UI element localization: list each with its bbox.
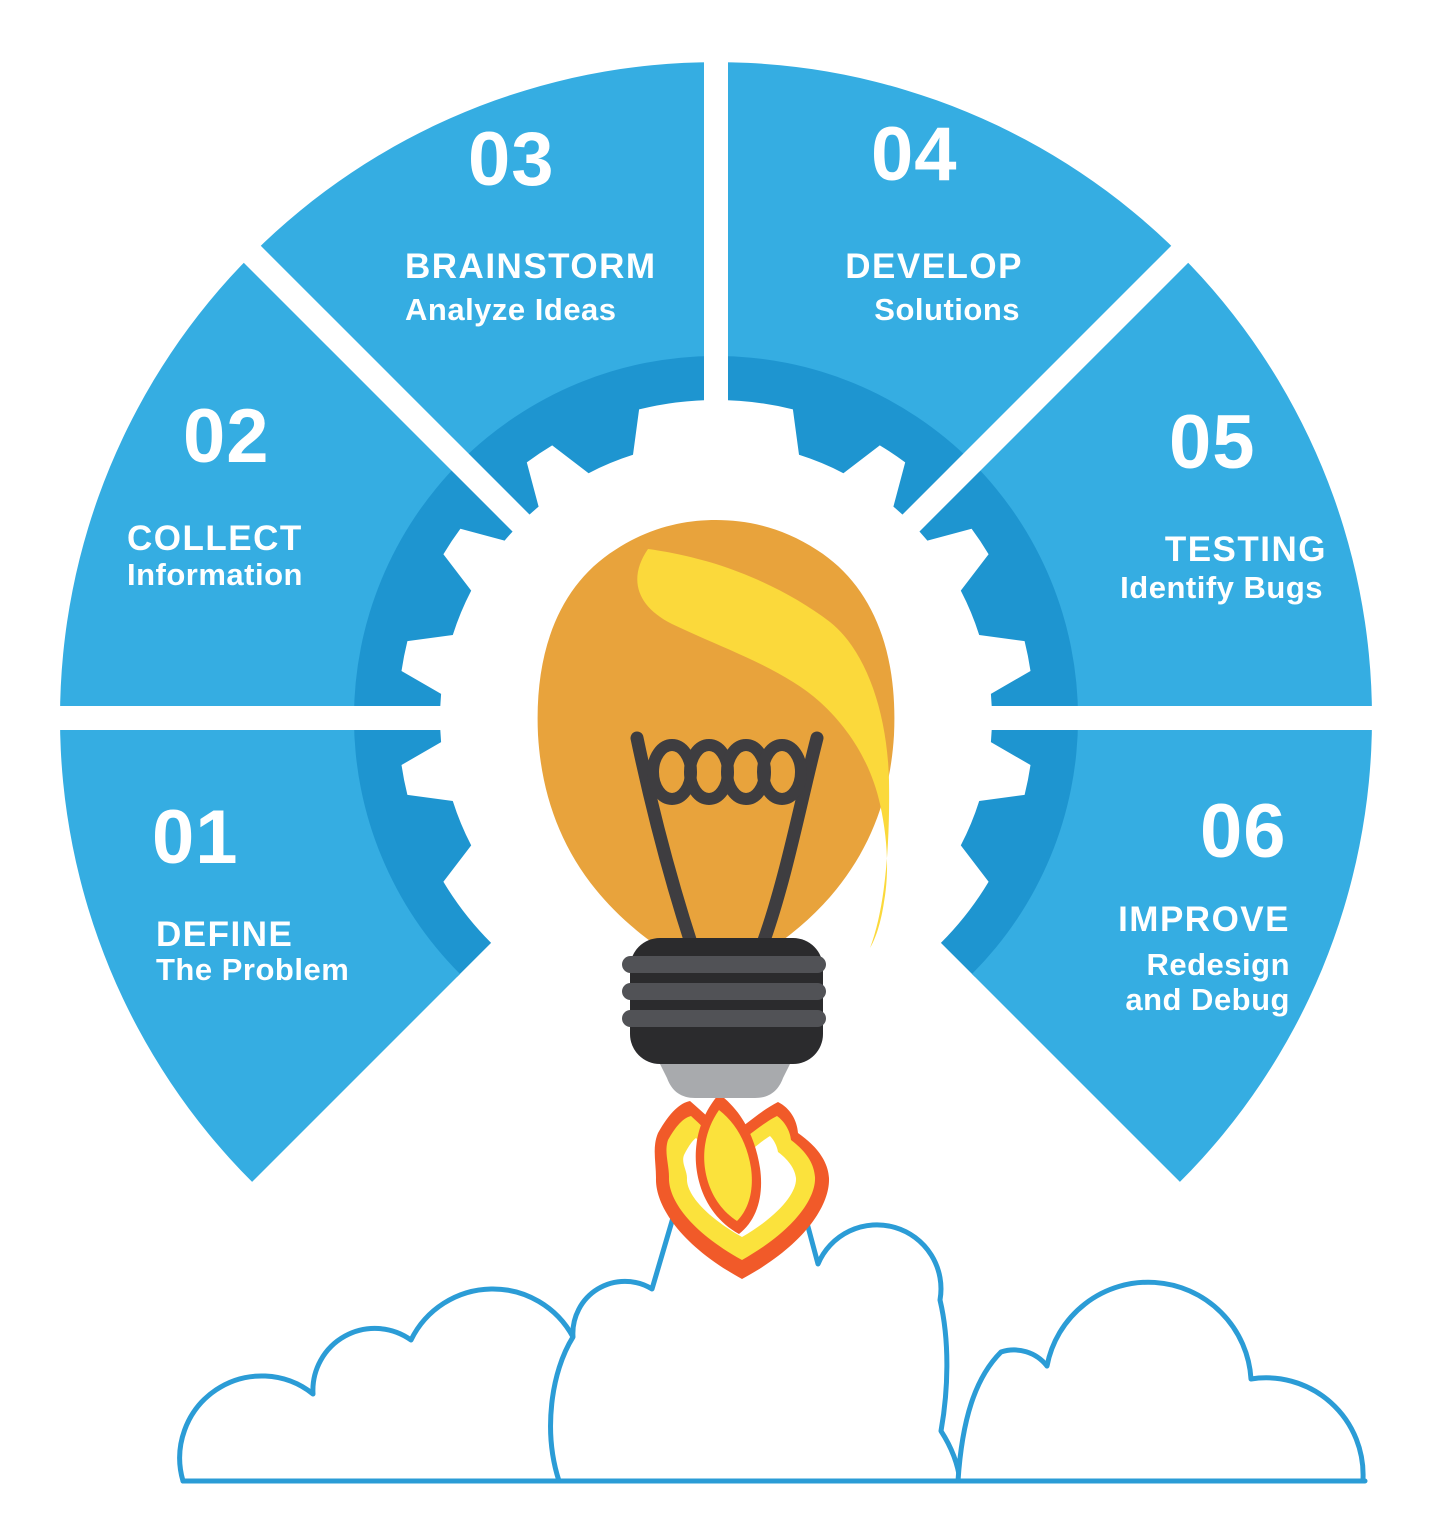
process-arc (16, 18, 1416, 1182)
cloud (179, 1288, 580, 1481)
flame-leaf-inner (704, 1110, 752, 1221)
step-02-title: COLLECT (127, 519, 303, 558)
step-03-subtitle: Analyze Ideas (405, 292, 617, 327)
step-05-number: 05 (1169, 400, 1256, 485)
step-01-subtitle: The Problem (156, 952, 350, 987)
step-06-subtitle-2: and Debug (1125, 982, 1290, 1017)
lightbulb-rocket-icon (537, 520, 895, 1279)
segment-gap (212, 214, 548, 550)
step-03-title: BRAINSTORM (405, 247, 657, 286)
cloud (788, 1152, 960, 1481)
step-01-title: DEFINE (156, 915, 294, 954)
segment-gap (704, 18, 728, 468)
cloud-outline (955, 1347, 1050, 1484)
gear-icon (350, 351, 1082, 977)
step-06-title: IMPROVE (1118, 900, 1290, 939)
filament-leg-right (755, 731, 824, 953)
step-06-subtitle: Redesign (1146, 947, 1290, 982)
cloud (550, 1160, 725, 1481)
cloud-outline (1044, 1279, 1366, 1482)
step-03-number: 03 (468, 117, 555, 202)
flame-icon (654, 1094, 830, 1279)
step-04-number: 04 (871, 112, 958, 197)
step-04-subtitle: Solutions (874, 292, 1020, 327)
bulb-base-stripe (622, 1010, 826, 1027)
step-01-number: 01 (152, 795, 239, 880)
cloud (1047, 1282, 1364, 1481)
step-04-title: DEVELOP (845, 247, 1023, 286)
cloud-outline (177, 1286, 576, 1484)
step-05-subtitle: Identify Bugs (1120, 570, 1323, 605)
clouds-icon (177, 1149, 1368, 1484)
filament-coil (757, 739, 807, 805)
segment-gap (16, 706, 466, 730)
cloud-outline (548, 1157, 693, 1484)
cloud-outline (785, 1149, 963, 1484)
bulb-base-stripe (622, 956, 826, 973)
step-02-number: 02 (183, 394, 270, 479)
step-05-title: TESTING (1164, 530, 1327, 569)
bulb-tip (660, 1064, 790, 1098)
filament-leg-left (630, 731, 699, 953)
cloud (958, 1349, 1058, 1481)
segment-arc (59, 62, 1372, 1182)
segment-gap (966, 706, 1416, 730)
filament-icon (630, 731, 824, 953)
step-06-number: 06 (1200, 789, 1287, 874)
bulb-base-stripe (622, 983, 826, 1000)
step-02-subtitle: Information (127, 557, 303, 592)
bulb-highlight (637, 549, 890, 948)
segment-gap (884, 214, 1220, 550)
